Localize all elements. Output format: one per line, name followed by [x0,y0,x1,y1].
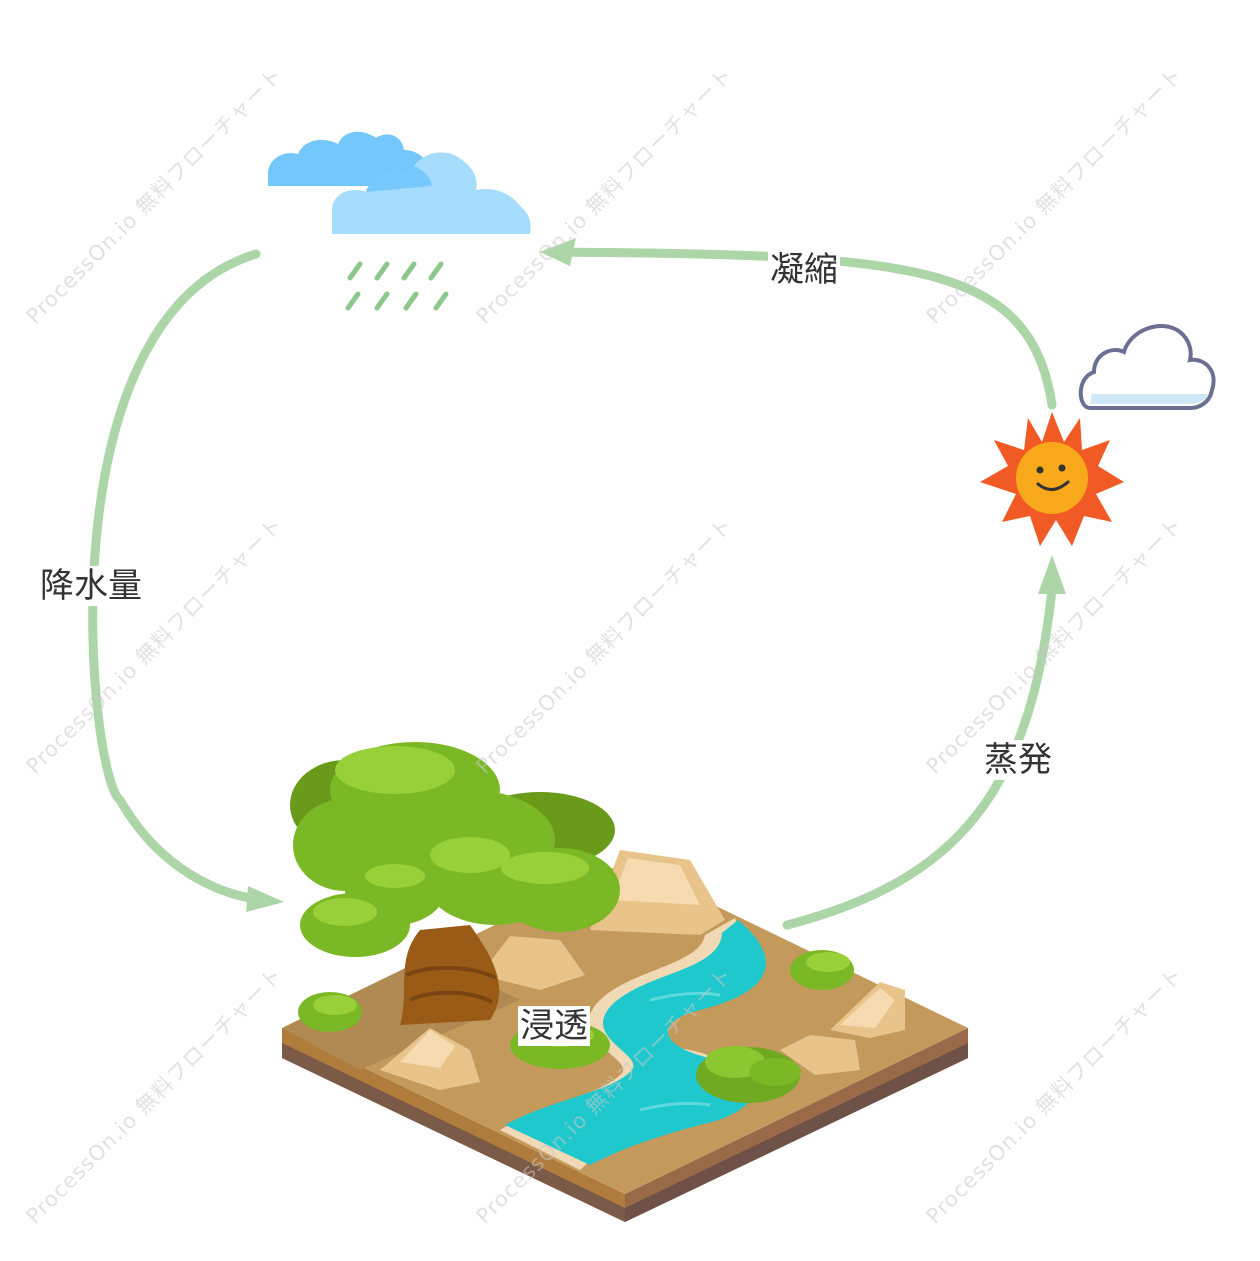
sun-icon [980,412,1124,546]
cloud-outline-icon [1078,324,1216,410]
arrowhead-precipitation [246,886,284,912]
rain-cloud-icon [268,131,531,311]
arrowhead-evaporation [1038,555,1066,594]
label-infiltration: 浸透 [518,1006,590,1046]
label-evaporation: 蒸発 [982,740,1054,780]
arrow-precipitation [88,249,267,905]
arrow-evaporation [782,585,1057,930]
label-condensation: 凝縮 [768,250,840,290]
arrowhead-condensation [540,238,576,266]
arrow-condensation [545,247,1057,410]
land-tile [282,742,968,1222]
label-precipitation: 降水量 [38,566,144,606]
